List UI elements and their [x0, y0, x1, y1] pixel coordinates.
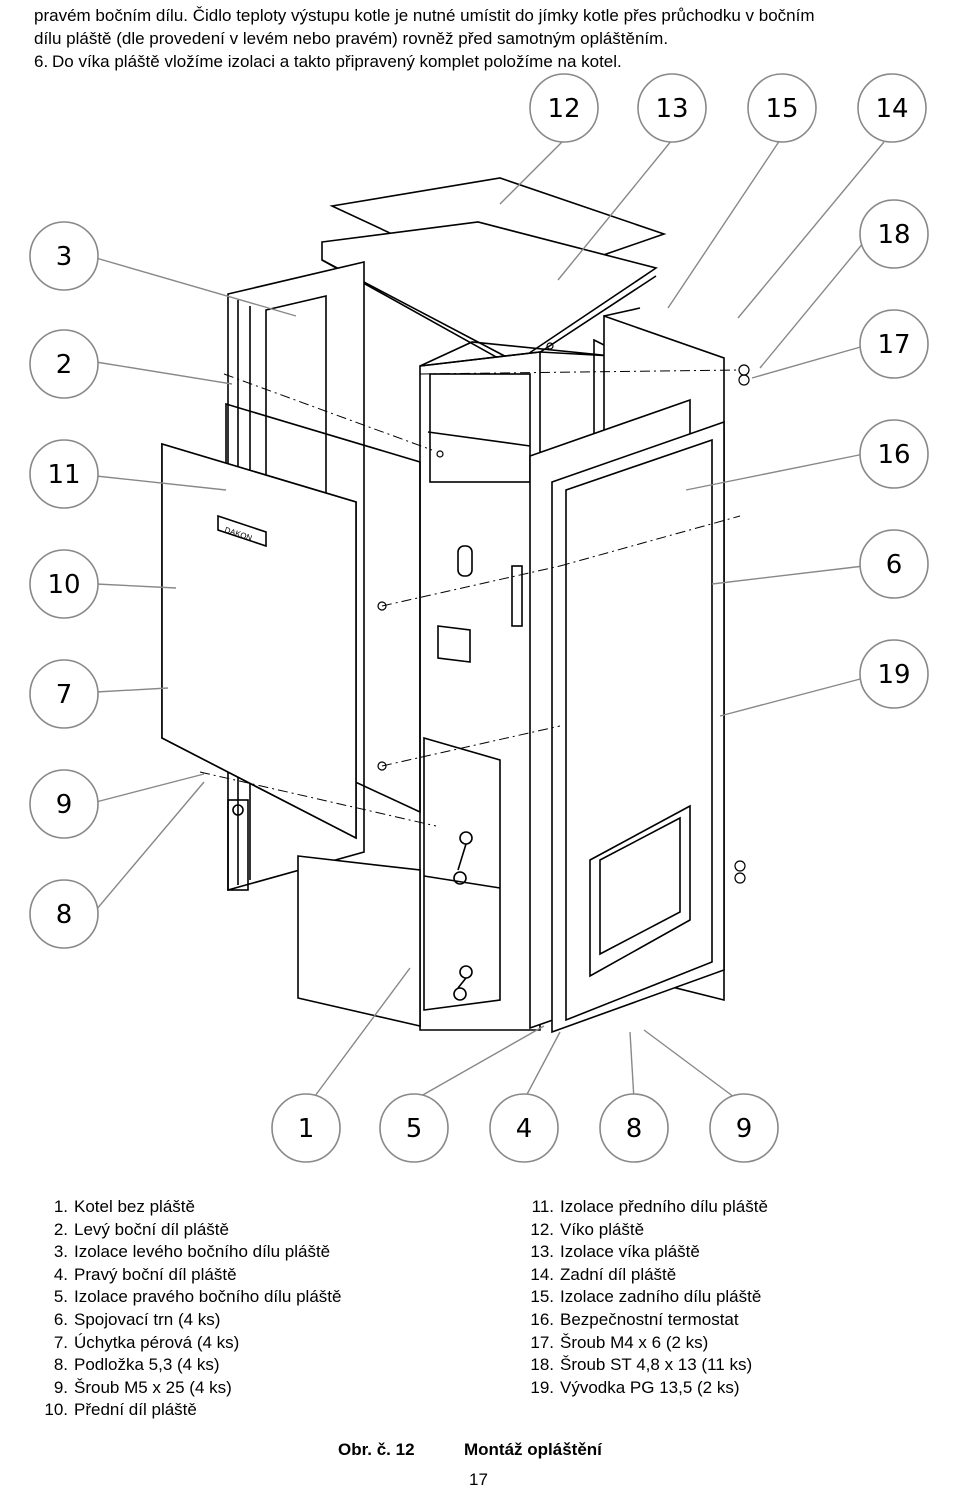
callout-12-label: 12: [547, 94, 580, 124]
figure-title: Montáž opláštění: [464, 1440, 602, 1459]
page-number: 17: [469, 1470, 488, 1489]
right-panel-window: [589, 804, 691, 978]
right-side-panel: [551, 420, 725, 1034]
callout-6: [859, 529, 929, 599]
legend-item: 8.Podložka 5,3 (4 ks): [53, 1355, 220, 1375]
legend-item: 15.Izolace zadního dílu pláště: [530, 1287, 762, 1307]
callout-1-label: 1: [298, 1114, 315, 1144]
callout-8-bottom: [599, 1093, 669, 1163]
callout-4: [489, 1093, 559, 1163]
callout-19: [859, 639, 929, 709]
brand-plate: [217, 514, 267, 548]
callout-5: [379, 1093, 449, 1163]
callout-13-label: 13: [655, 94, 688, 124]
callout-14: [857, 73, 927, 143]
callouts: [29, 73, 929, 1163]
legend-left: 1.Kotel bez pláště 2.Levý boční díl pláš…: [28, 1196, 341, 1422]
boiler-lower-door: [423, 736, 501, 1011]
boiler-base: [297, 855, 421, 1028]
callout-11-label: 11: [47, 460, 80, 490]
legend-item: 4.Pravý boční díl pláště: [53, 1264, 237, 1284]
intro-step-6: 6.Do víka pláště vložíme izolaci a takto…: [34, 50, 954, 73]
callout-5-label: 5: [406, 1114, 423, 1144]
callout-4-label: 4: [516, 1114, 533, 1144]
callout-7-label: 7: [56, 680, 73, 710]
assembly-drawing: DAKON: [29, 73, 929, 1163]
legend-item: 1.Kotel bez pláště: [53, 1197, 195, 1216]
callout-15-label: 15: [765, 94, 798, 124]
legend-right: 11.Izolace předního dílu pláště 12.Víko …: [514, 1196, 768, 1399]
legend-item: 7.Úchytka pérová (4 ks): [53, 1332, 240, 1352]
callout-18-label: 18: [877, 220, 910, 250]
callout-16: [859, 419, 929, 489]
legend-item: 11.Izolace předního dílu pláště: [531, 1197, 768, 1216]
legend-item: 17.Šroub M4 x 6 (2 ks): [530, 1332, 709, 1352]
step-text: Do víka pláště vložíme izolaci a takto p…: [52, 52, 622, 71]
legend-item: 3.Izolace levého bočního dílu pláště: [53, 1242, 331, 1262]
step-number: 6.: [34, 52, 49, 71]
intro-line-2: dílu pláště (dle provedení v levém nebo …: [34, 29, 669, 48]
callout-10: [29, 549, 99, 619]
leader-lines: [95, 137, 885, 1101]
intro-text: pravém bočním dílu. Čidlo teploty výstup…: [34, 4, 954, 73]
legend-item: 2.Levý boční díl pláště: [53, 1219, 229, 1239]
callout-14-label: 14: [875, 94, 908, 124]
callout-16-label: 16: [877, 440, 910, 470]
legend-item: 12.Víko pláště: [530, 1219, 645, 1239]
callout-3: [29, 221, 99, 291]
legend-item: 13.Izolace víka pláště: [530, 1242, 700, 1262]
callout-7: [29, 659, 99, 729]
callout-6-label: 6: [886, 550, 903, 580]
callout-9-left: [29, 769, 99, 839]
legend-item: 6.Spojovací trn (4 ks): [53, 1309, 221, 1329]
callout-17-label: 17: [877, 330, 910, 360]
callout-2: [29, 329, 99, 399]
legend-item: 9.Šroub M5 x 25 (4 ks): [53, 1377, 232, 1397]
intro-line-1: pravém bočním dílu. Čidlo teploty výstup…: [34, 6, 815, 25]
callout-11: [29, 439, 99, 509]
legend-item: 5.Izolace pravého bočního dílu pláště: [53, 1287, 342, 1307]
callout-18: [859, 199, 929, 269]
legend-item: 10.Přední díl pláště: [44, 1400, 197, 1420]
callout-17: [859, 309, 929, 379]
callout-13: [637, 73, 707, 143]
figure-number: Obr. č. 12: [338, 1440, 415, 1459]
callout-1: [271, 1093, 341, 1163]
callout-8-bottom-label: 8: [626, 1114, 643, 1144]
callout-15: [747, 73, 817, 143]
callout-3-label: 3: [56, 242, 73, 272]
callout-9-bottom-label: 9: [736, 1114, 753, 1144]
legend-item: 19.Vývodka PG 13,5 (2 ks): [530, 1377, 740, 1397]
legend-item: 18.Šroub ST 4,8 x 13 (11 ks): [530, 1355, 753, 1375]
callout-12: [529, 73, 599, 143]
callout-8-left-label: 8: [56, 900, 73, 930]
callout-10-label: 10: [47, 570, 80, 600]
callout-9-left-label: 9: [56, 790, 73, 820]
callout-2-label: 2: [56, 350, 73, 380]
legend-item: 16.Bezpečnostní termostat: [530, 1309, 739, 1329]
callout-8-left: [29, 879, 99, 949]
legend-item: 14.Zadní díl pláště: [530, 1264, 677, 1284]
callout-9-bottom: [709, 1093, 779, 1163]
lid-insulation: [321, 221, 658, 363]
callout-19-label: 19: [877, 660, 910, 690]
